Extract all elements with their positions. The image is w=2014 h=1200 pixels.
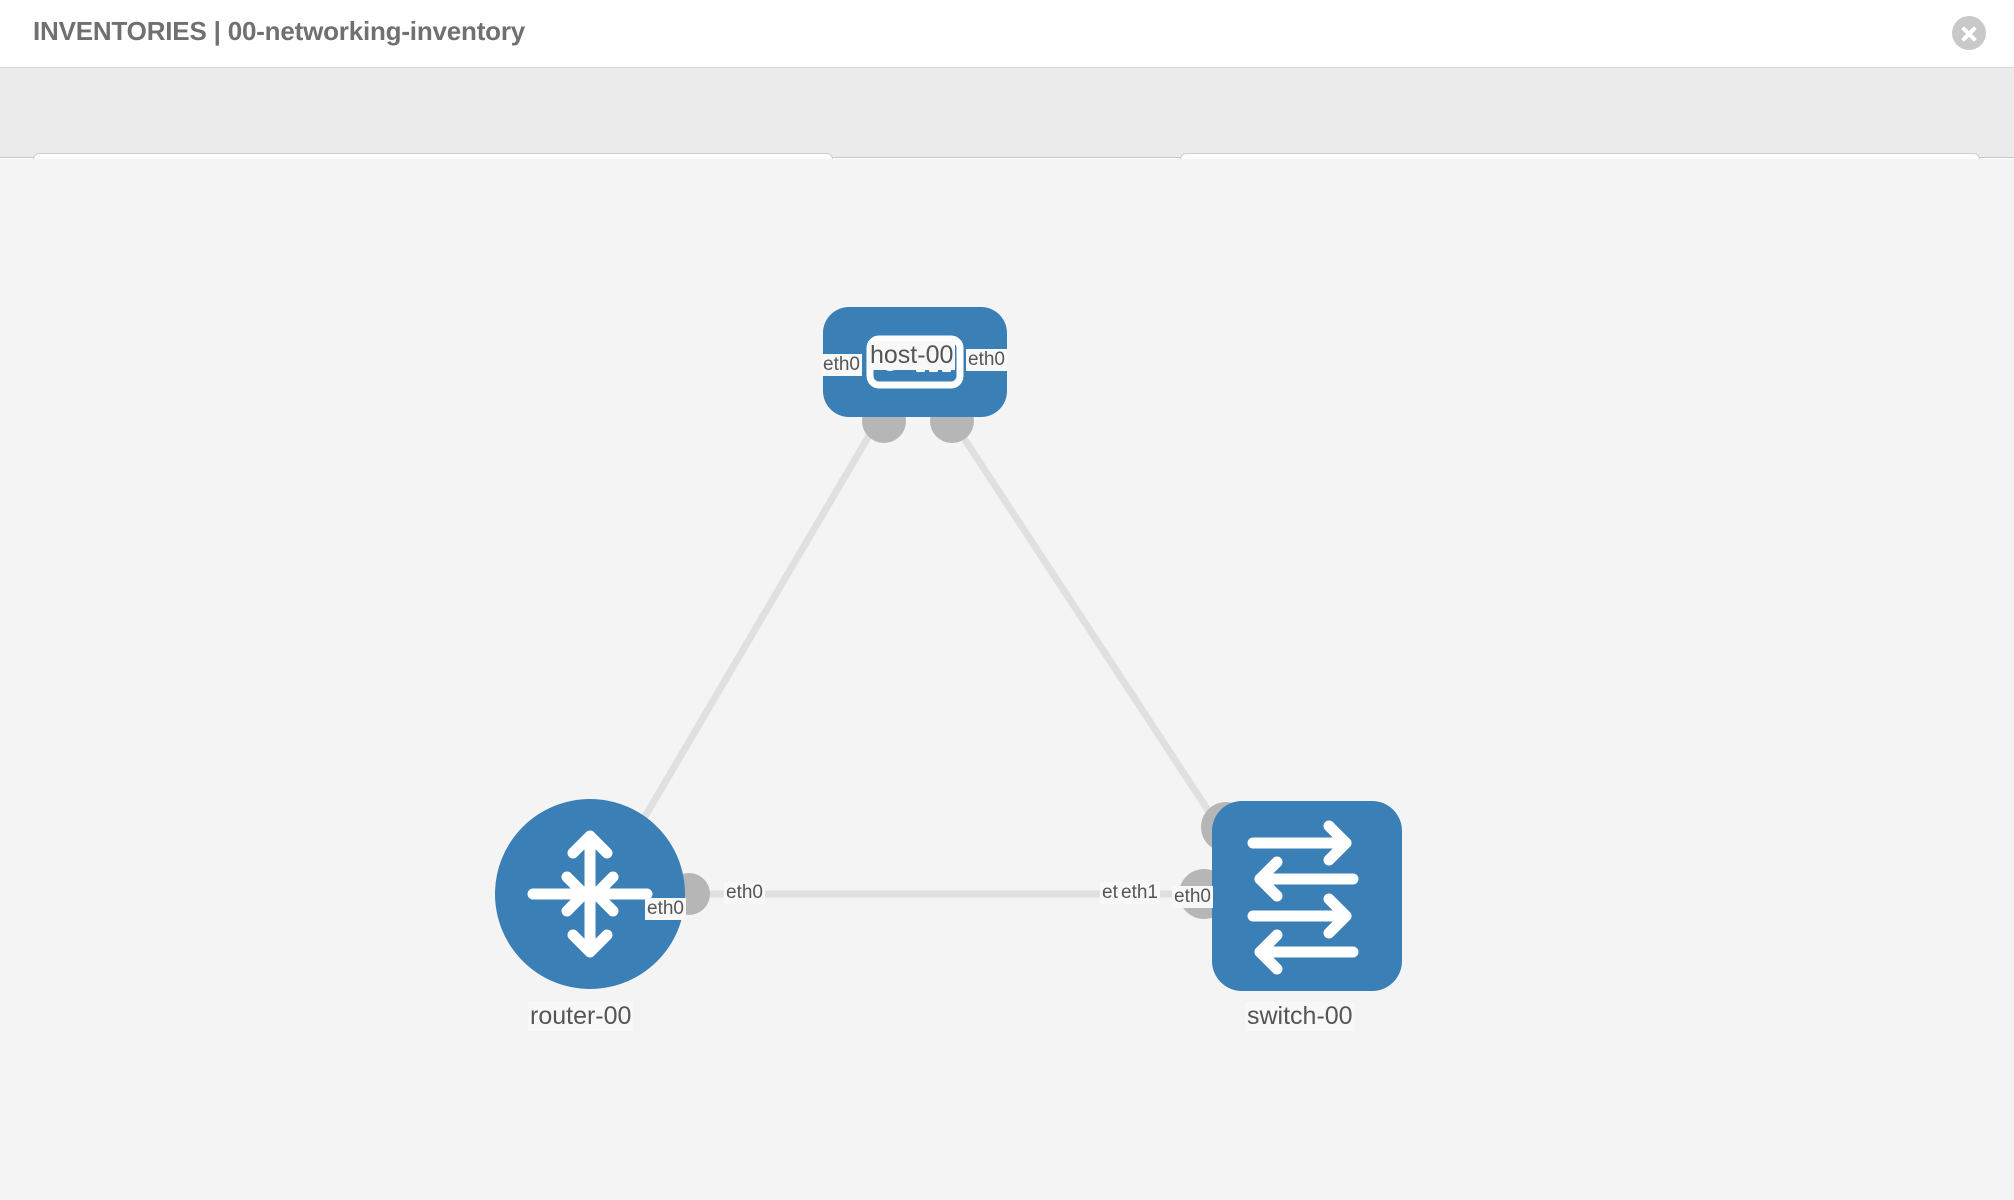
page-header: INVENTORIES | 00-networking-inventory	[0, 0, 2014, 68]
node-label-host-00: host-00	[868, 341, 956, 370]
topology-canvas[interactable]: host-00 router-00 switch-00 eth0 eth0 et…	[0, 159, 2014, 1200]
link-host-switch	[947, 415, 1243, 861]
edge-label-host-eth0-right: eth0	[966, 349, 1007, 371]
switch-arrows-icon	[1247, 820, 1359, 975]
toolbar: ACTIONS SEARCH	[0, 68, 2014, 209]
page-title: INVENTORIES | 00-networking-inventory	[33, 16, 526, 46]
edge-label-switch-eth0-up: eth0	[1172, 886, 1213, 908]
node-label-router-00: router-00	[528, 1002, 634, 1031]
router-arrows-icon	[527, 830, 653, 958]
edge-label-router-eth0-right: eth0	[724, 882, 765, 904]
edge-label-host-eth0-left: eth0	[821, 354, 862, 376]
edge-label-switch-eth1: eth1	[1119, 882, 1160, 904]
close-circle-icon[interactable]	[1952, 16, 1986, 50]
link-lines	[616, 415, 1243, 898]
edge-label-router-eth0-up: eth0	[645, 898, 686, 920]
connector-nubs	[668, 399, 1251, 919]
node-switch-00[interactable]	[1212, 801, 1402, 991]
node-router-00[interactable]	[495, 799, 685, 989]
link-host-router	[616, 415, 884, 861]
topology-graph	[495, 307, 1402, 991]
node-label-switch-00: switch-00	[1245, 1002, 1355, 1031]
